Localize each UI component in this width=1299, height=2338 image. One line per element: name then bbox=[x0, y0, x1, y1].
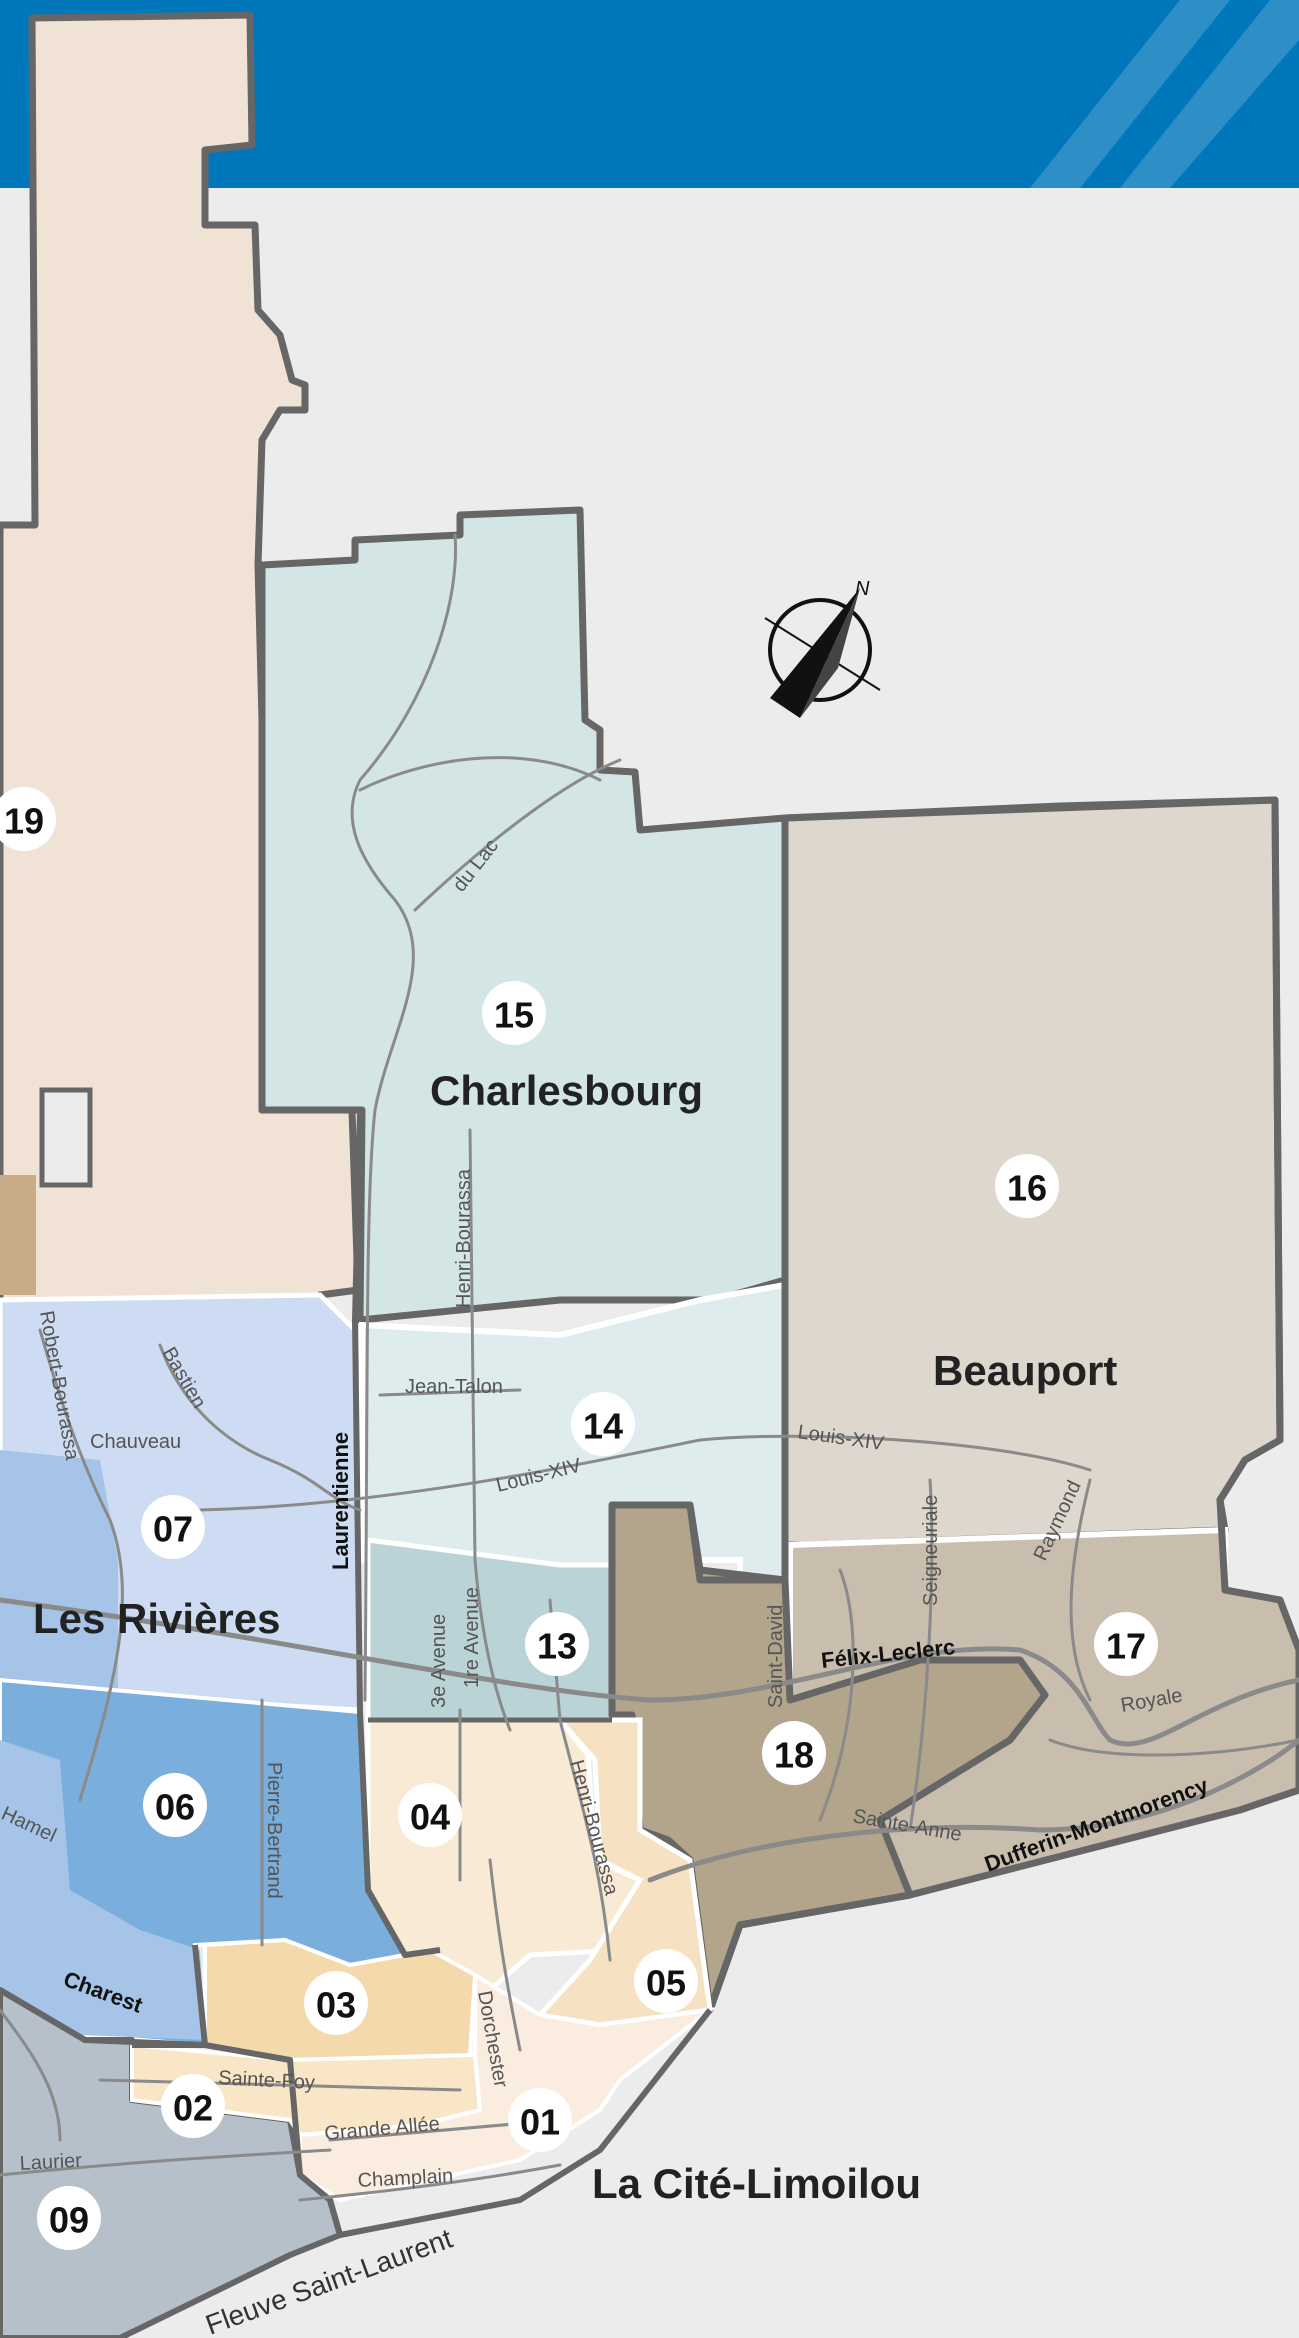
district-number-19[interactable]: 19 bbox=[0, 787, 56, 851]
district-number-02[interactable]: 02 bbox=[161, 2074, 225, 2138]
district-number-13[interactable]: 13 bbox=[525, 1612, 589, 1676]
road-label-henri-bourassa-north: Henri-Bourassa bbox=[453, 1168, 475, 1308]
district-15-area[interactable] bbox=[258, 506, 789, 1324]
la-cite-river-border bbox=[132, 2008, 713, 2238]
svg-text:19: 19 bbox=[4, 801, 44, 842]
les-rivieres-south-border bbox=[0, 1944, 208, 2048]
svg-text:07: 07 bbox=[153, 1509, 193, 1550]
svg-text:15: 15 bbox=[494, 995, 534, 1036]
svg-text:14: 14 bbox=[583, 1406, 623, 1447]
district-number-05[interactable]: 05 bbox=[634, 1949, 698, 2013]
district-name-la-cite-limoilou: La Cité-Limoilou bbox=[592, 2160, 921, 2207]
district-19-area[interactable] bbox=[0, 11, 362, 1334]
compass-north-label: N bbox=[855, 578, 870, 600]
svg-text:03: 03 bbox=[316, 1985, 356, 2026]
district-01-area[interactable] bbox=[298, 1971, 718, 2203]
svg-text:05: 05 bbox=[646, 1963, 686, 2004]
district-number-14[interactable]: 14 bbox=[571, 1392, 635, 1456]
district-number-09[interactable]: 09 bbox=[37, 2186, 101, 2250]
road-label-3e-avenue: 3e Avenue bbox=[428, 1614, 450, 1708]
district-19-tan-patch bbox=[0, 1175, 36, 1295]
svg-text:16: 16 bbox=[1007, 1168, 1047, 1209]
svg-text:17: 17 bbox=[1106, 1626, 1146, 1667]
svg-text:13: 13 bbox=[537, 1626, 577, 1667]
district-number-06[interactable]: 06 bbox=[143, 1773, 207, 1837]
road-label-pierre-bertrand: Pierre-Bertrand bbox=[263, 1762, 285, 1899]
road-label-jean-talon: Jean-Talon bbox=[405, 1376, 503, 1398]
district-19-enclave bbox=[39, 1087, 93, 1188]
road-label-laurier: Laurier bbox=[19, 2150, 83, 2175]
beauport-west-border bbox=[608, 818, 789, 2011]
road-network bbox=[0, 533, 1299, 2202]
road-label-sainte-foy: Sainte-Foy bbox=[218, 2067, 316, 2094]
district-number-03[interactable]: 03 bbox=[304, 1971, 368, 2035]
svg-text:01: 01 bbox=[520, 2102, 560, 2143]
north-arrow-icon: N bbox=[764, 578, 881, 718]
district-06-west[interactable] bbox=[0, 1740, 205, 2040]
svg-text:02: 02 bbox=[173, 2088, 213, 2129]
road-label-champlain: Champlain bbox=[357, 2165, 454, 2192]
road-label-seigneuriale: Seigneuriale bbox=[920, 1495, 942, 1606]
district-les-rivieres-west[interactable] bbox=[0, 1450, 118, 1700]
district-number-17[interactable]: 17 bbox=[1094, 1612, 1158, 1676]
laurentienne-border bbox=[352, 1109, 441, 1958]
district-name-les-rivieres: Les Rivières bbox=[33, 1595, 281, 1642]
district-number-07[interactable]: 07 bbox=[141, 1495, 205, 1559]
svg-text:06: 06 bbox=[155, 1787, 195, 1828]
district-name-charlesbourg: Charlesbourg bbox=[430, 1067, 703, 1114]
svg-text:18: 18 bbox=[774, 1735, 814, 1776]
road-label-1re-avenue: 1re Avenue bbox=[461, 1587, 483, 1688]
district-number-15[interactable]: 15 bbox=[482, 981, 546, 1045]
district-name-beauport: Beauport bbox=[933, 1347, 1117, 1394]
svg-text:09: 09 bbox=[49, 2200, 89, 2241]
district-number-04[interactable]: 04 bbox=[398, 1783, 462, 1847]
road-label-chauveau: Chauveau bbox=[90, 1431, 181, 1453]
district-number-16[interactable]: 16 bbox=[995, 1154, 1059, 1218]
district-number-18[interactable]: 18 bbox=[762, 1721, 826, 1785]
road-label-laurentienne: Laurentienne bbox=[328, 1432, 353, 1570]
beauport-border bbox=[706, 796, 1299, 2012]
svg-text:04: 04 bbox=[410, 1797, 450, 1838]
road-label-saint-david: Saint-David bbox=[765, 1605, 787, 1708]
district-number-01[interactable]: 01 bbox=[508, 2088, 572, 2152]
